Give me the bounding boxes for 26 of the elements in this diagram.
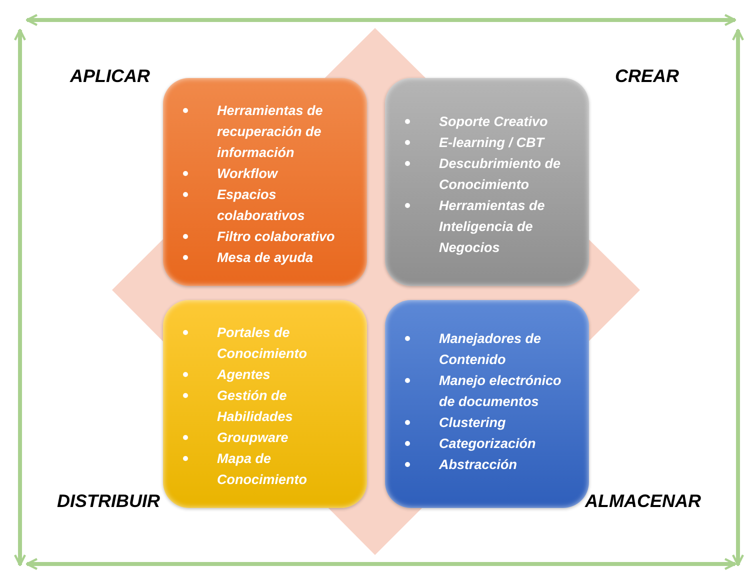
quadrant-label: DISTRIBUIR — [57, 491, 160, 512]
list-item-text: Gestión de Habilidades — [217, 387, 294, 426]
list-item-text: Groupware — [217, 429, 288, 447]
list-item-text: Espacios colaborativos — [217, 186, 306, 225]
list-item-text: Herramientas de recuperación de información — [217, 102, 324, 162]
list-item-text: Portales de Conocimiento — [217, 324, 308, 363]
quadrant-label: ALMACENAR — [585, 491, 701, 512]
list-item-text: Mesa de ayuda — [217, 249, 314, 267]
list-item-text: Workflow — [217, 165, 278, 183]
list-item-text: Manejo electrónico de documentos — [439, 372, 562, 411]
list-item-text: Manejadores de Contenido — [439, 330, 542, 369]
quadrant-label: CREAR — [615, 66, 680, 87]
list-item-text: Abstracción — [439, 456, 518, 474]
quadrant-label: APLICAR — [70, 66, 150, 87]
list-item-text: Mapa de Conocimiento — [217, 450, 308, 489]
list-card — [163, 300, 367, 508]
list-item-text: Agentes — [217, 366, 270, 384]
list-card — [163, 78, 367, 286]
list-item-text: E-learning / CBT — [439, 134, 544, 152]
list-item-text: Descubrimiento de Conocimiento — [439, 155, 562, 194]
list-item-text: Soporte Creativo — [439, 113, 548, 131]
list-card — [385, 78, 589, 286]
list-item-text: Filtro colaborativo — [217, 228, 335, 246]
list-item-text: Categorización — [439, 435, 536, 453]
list-item-text: Herramientas de Inteligencia de Negocios — [439, 197, 546, 257]
list-item-text: Clustering — [439, 414, 506, 432]
